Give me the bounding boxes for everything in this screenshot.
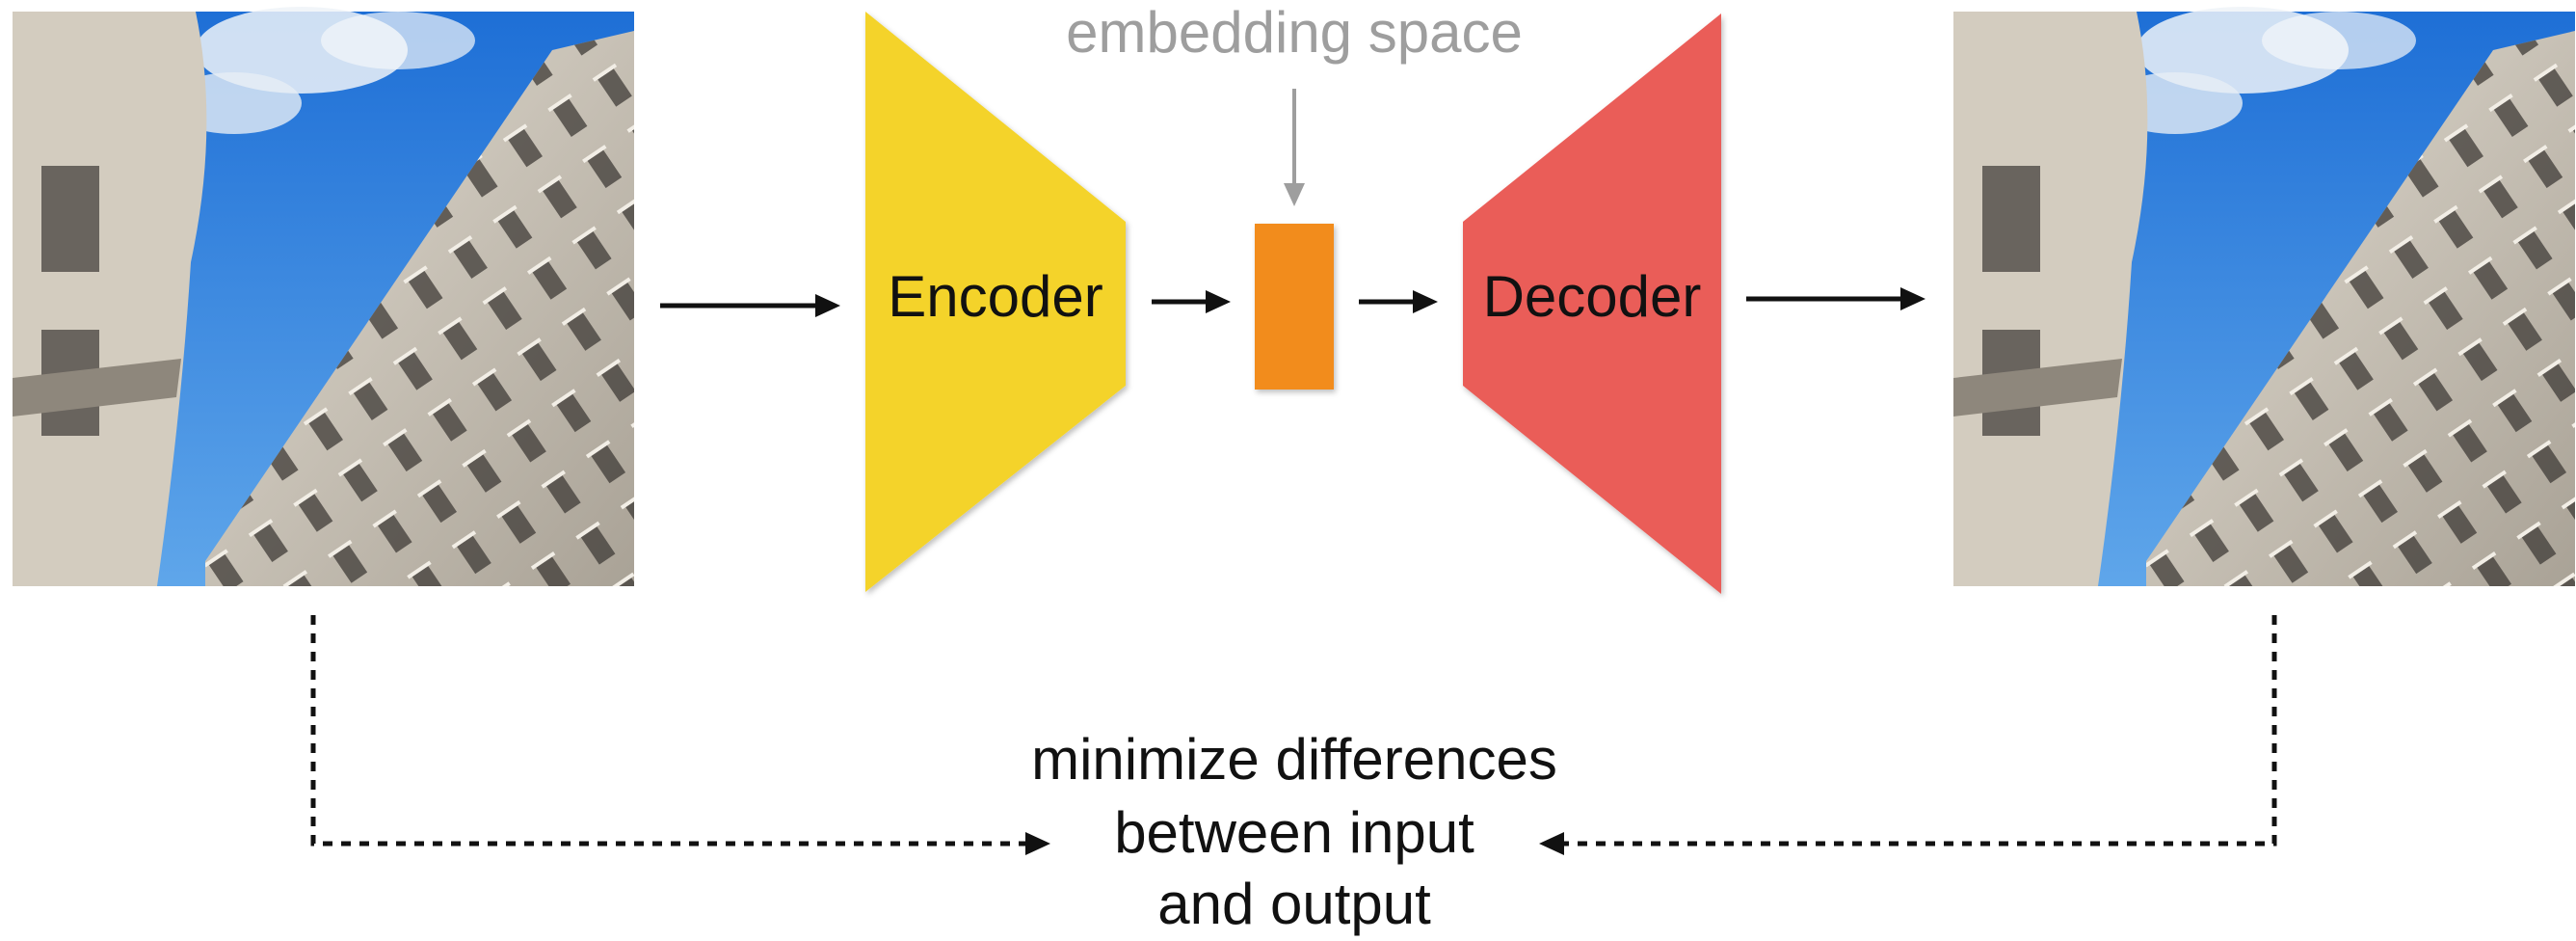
caption-line-1: minimize differences	[1031, 727, 1557, 792]
dotted-arrow-from-input	[310, 615, 1050, 855]
decoder-label: Decoder	[1483, 264, 1702, 329]
decoder-block	[1463, 13, 1721, 594]
loss-caption: minimize differences between input and o…	[1031, 727, 1557, 936]
arrow-input-to-encoder	[660, 294, 840, 317]
embedding-vector	[1255, 224, 1334, 390]
encoder-label: Encoder	[888, 264, 1102, 329]
embedding-space-label: embedding space	[1066, 0, 1523, 65]
dotted-arrow-from-output	[1539, 615, 2277, 855]
arrow-encoder-to-embedding	[1152, 290, 1231, 313]
caption-line-2: between input	[1114, 800, 1474, 865]
arrow-decoder-to-output	[1746, 287, 1925, 310]
caption-line-3: and output	[1157, 872, 1431, 936]
output-image	[1953, 7, 2575, 586]
arrow-embedding-to-decoder	[1359, 290, 1438, 313]
arrow-label-to-embedding	[1284, 89, 1305, 206]
encoder-block	[865, 12, 1126, 592]
input-image	[13, 7, 634, 586]
